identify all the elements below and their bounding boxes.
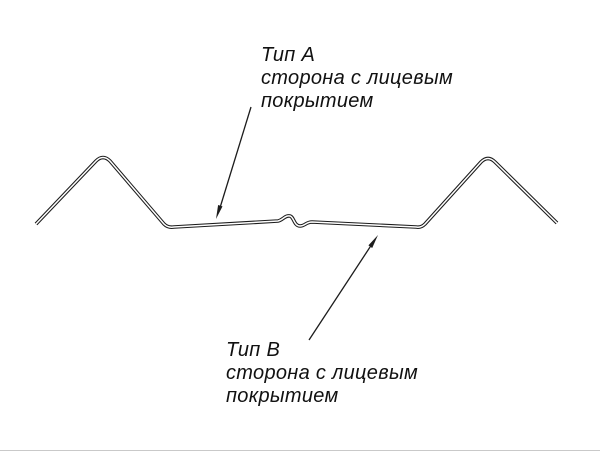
label-type-a-title: Тип А <box>261 44 316 66</box>
label-type-a-line1: сторона с лицевым <box>261 67 453 89</box>
label-type-b: Тип В сторона с лицевым покрытием <box>226 339 418 408</box>
profile-sheet-inner-line <box>35 156 558 228</box>
leader-line-type-b <box>308 240 375 341</box>
profile-sheet-outline <box>34 155 559 229</box>
label-type-b-line1: сторона с лицевым <box>226 362 418 384</box>
leader-line-type-a <box>218 106 252 212</box>
label-type-a: Тип А сторона с лицевым покрытием <box>261 44 453 113</box>
label-type-b-title: Тип В <box>226 339 281 361</box>
label-type-b-line2: покрытием <box>226 385 339 407</box>
label-type-a-line2: покрытием <box>261 90 374 112</box>
arrowhead-type-a <box>216 205 223 219</box>
arrowhead-type-b <box>368 235 378 248</box>
